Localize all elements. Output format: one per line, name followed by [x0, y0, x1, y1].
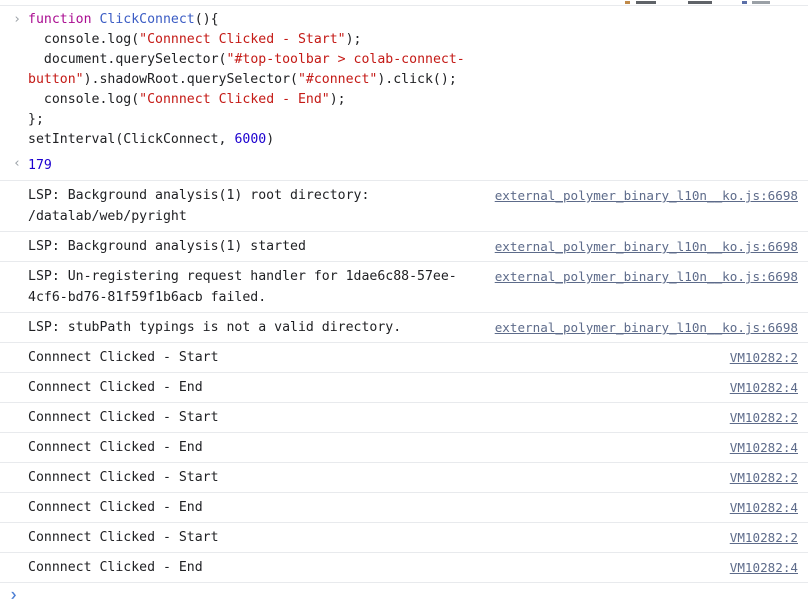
console-prompt-input[interactable]: [17, 585, 808, 605]
console-message-list: LSP: Background analysis(1) root directo…: [0, 180, 808, 583]
console-message-row[interactable]: Connnect Clicked - End VM10282:4: [0, 493, 808, 523]
console-message-text: LSP: Un-registering request handler for …: [28, 269, 457, 305]
code-token-kw: function: [28, 12, 100, 27]
console-message-source-link[interactable]: external_polymer_binary_l10n__ko.js:6698: [494, 188, 798, 203]
console-result-value: 179: [28, 158, 52, 173]
console-message-row[interactable]: Connnect Clicked - Start VM10282:2: [0, 343, 808, 373]
console-message-source-link[interactable]: VM10282:4: [729, 560, 798, 575]
console-message-text: Connnect Clicked - Start: [28, 530, 219, 545]
console-message-text: LSP: Background analysis(1) root directo…: [28, 188, 378, 224]
console-message-text: Connnect Clicked - Start: [28, 410, 219, 425]
console-message-row[interactable]: Connnect Clicked - Start VM10282:2: [0, 403, 808, 433]
console-message-source-link[interactable]: VM10282:4: [729, 380, 798, 395]
console-message-source-link[interactable]: VM10282:4: [729, 440, 798, 455]
code-token-plain: );: [345, 32, 362, 47]
code-token-plain: console.log(: [28, 92, 140, 107]
console-message-text: Connnect Clicked - Start: [28, 470, 219, 485]
console-message-source-link[interactable]: VM10282:2: [729, 470, 798, 485]
code-token-num: 6000: [234, 132, 267, 147]
console-message-row[interactable]: Connnect Clicked - End VM10282:4: [0, 373, 808, 403]
code-token-str: "Connnect Clicked - End": [139, 92, 330, 107]
code-token-plain: };: [28, 112, 44, 127]
code-token-fn: ClickConnect: [99, 12, 195, 27]
console-message-text: LSP: Background analysis(1) started: [28, 239, 306, 254]
console-message-row[interactable]: LSP: Background analysis(1) root directo…: [0, 181, 808, 232]
code-token-str: "#connect": [297, 72, 378, 87]
console-command-entry[interactable]: › function ClickConnect(){ console.log("…: [0, 6, 808, 150]
console-result-entry: ‹ 179: [0, 150, 808, 180]
console-message-row[interactable]: Connnect Clicked - Start VM10282:2: [0, 463, 808, 493]
console-message-text: Connnect Clicked - End: [28, 380, 203, 395]
code-token-plain: document.querySelector(: [28, 52, 227, 67]
prompt-chevron-icon: ❯: [10, 589, 18, 601]
console-message-row[interactable]: LSP: stubPath typings is not a valid dir…: [0, 313, 808, 343]
console-message-source-link[interactable]: external_polymer_binary_l10n__ko.js:6698: [494, 269, 798, 284]
code-token-plain: );: [329, 92, 346, 107]
code-token-str: "#top-toolbar > colab-connect-button": [28, 52, 465, 87]
console-toolbar-strip: [0, 0, 808, 6]
console-message-source-link[interactable]: external_polymer_binary_l10n__ko.js:6698: [494, 239, 798, 254]
toolbar-icon-ghost-3[interactable]: [688, 1, 712, 4]
console-message-source-link[interactable]: VM10282:2: [729, 410, 798, 425]
code-token-plain: (){: [194, 12, 219, 27]
console-message-row[interactable]: LSP: Un-registering request handler for …: [0, 262, 808, 313]
toolbar-icon-ghost-5[interactable]: [752, 1, 770, 4]
console-message-text: Connnect Clicked - End: [28, 440, 203, 455]
code-token-str: "Connnect Clicked - Start": [139, 32, 346, 47]
input-chevron-icon: ›: [13, 12, 21, 27]
console-message-source-link[interactable]: VM10282:2: [729, 530, 798, 545]
console-message-text: Connnect Clicked - End: [28, 500, 203, 515]
console-message-row[interactable]: Connnect Clicked - End VM10282:4: [0, 553, 808, 583]
console-message-text: LSP: stubPath typings is not a valid dir…: [28, 320, 402, 335]
output-chevron-icon: ‹: [13, 156, 21, 171]
code-token-plain: ).shadowRoot.querySelector(: [83, 72, 298, 87]
console-prompt-row[interactable]: ❯: [0, 583, 808, 605]
console-message-row[interactable]: Connnect Clicked - Start VM10282:2: [0, 523, 808, 553]
toolbar-icon-ghost-1[interactable]: [625, 1, 630, 4]
console-message-row[interactable]: LSP: Background analysis(1) started exter…: [0, 232, 808, 262]
code-token-plain: ): [266, 132, 275, 147]
console-message-row[interactable]: Connnect Clicked - End VM10282:4: [0, 433, 808, 463]
toolbar-icon-ghost-2[interactable]: [636, 1, 656, 4]
console-message-source-link[interactable]: external_polymer_binary_l10n__ko.js:6698: [494, 320, 798, 335]
console-input-code[interactable]: function ClickConnect(){ console.log("Co…: [0, 10, 808, 150]
console-message-text: Connnect Clicked - Start: [28, 350, 219, 365]
code-token-plain: setInterval(ClickConnect,: [28, 132, 235, 147]
console-message-source-link[interactable]: VM10282:2: [729, 350, 798, 365]
toolbar-icon-ghost-4[interactable]: [742, 1, 747, 4]
code-token-plain: console.log(: [28, 32, 140, 47]
console-message-text: Connnect Clicked - End: [28, 560, 203, 575]
console-message-source-link[interactable]: VM10282:4: [729, 500, 798, 515]
code-token-plain: ).click();: [377, 72, 457, 87]
